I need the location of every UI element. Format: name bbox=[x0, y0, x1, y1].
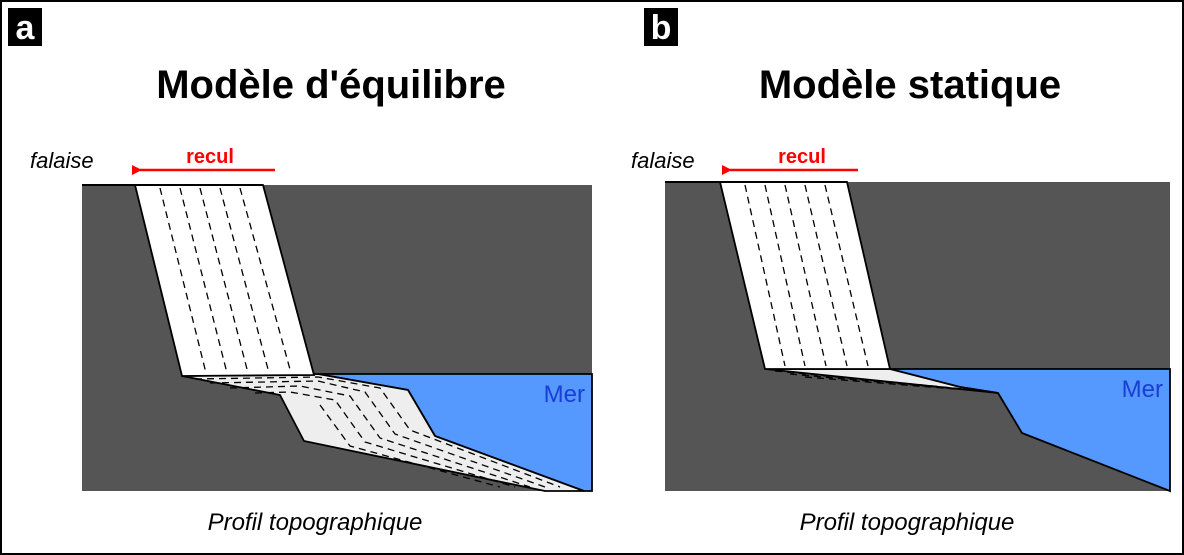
sea-label: Mer bbox=[1122, 376, 1163, 403]
retreat-label: recul bbox=[778, 146, 826, 168]
sediment-wedge bbox=[181, 373, 585, 492]
successive-cliff-profiles bbox=[744, 184, 869, 367]
panel-letter-badge bbox=[8, 8, 42, 46]
sediment-layers bbox=[194, 376, 561, 488]
panel-a: a Modèle d'équilibre falaise recul bbox=[8, 8, 593, 536]
panel-letter-badge bbox=[644, 8, 678, 46]
sea-label: Mer bbox=[544, 381, 585, 408]
retreat-label: recul bbox=[186, 146, 234, 168]
sediment-layers bbox=[774, 370, 986, 392]
cliff-label: falaise bbox=[30, 148, 94, 173]
cliff-label: falaise bbox=[631, 148, 695, 173]
panel-letter: a bbox=[16, 9, 36, 47]
panel-b: b Modèle statique falaise recul Mer Prof… bbox=[631, 8, 1171, 536]
profile-label: Profil topographique bbox=[208, 509, 423, 536]
successive-cliff-profiles bbox=[159, 187, 292, 374]
panel-title: Modèle statique bbox=[759, 63, 1061, 107]
profile-label: Profil topographique bbox=[800, 509, 1015, 536]
panel-title: Modèle d'équilibre bbox=[156, 63, 506, 107]
panel-letter: b bbox=[651, 9, 672, 47]
